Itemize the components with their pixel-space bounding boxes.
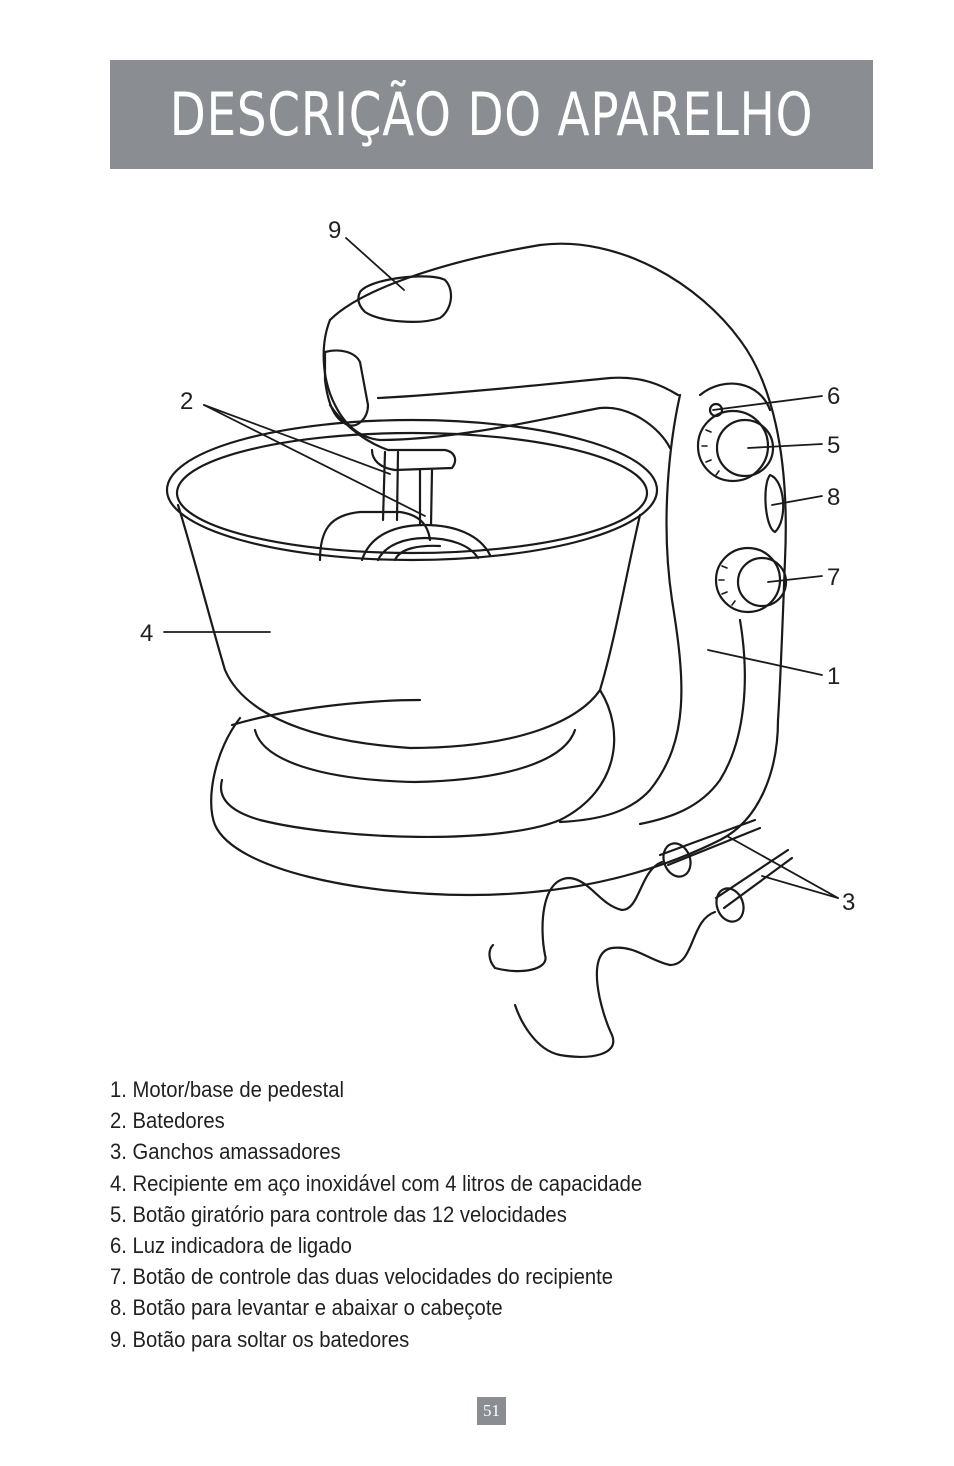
callout-6: 6 — [827, 383, 840, 410]
callout-9: 9 — [328, 217, 341, 244]
callout-7: 7 — [827, 564, 840, 591]
list-item: 6. Luz indicadora de ligado — [110, 1233, 352, 1259]
page-number: 51 — [477, 1397, 506, 1425]
callout-1: 1 — [827, 663, 840, 690]
control-panel — [696, 402, 788, 614]
bowl-speed-dial-knob — [736, 556, 788, 608]
list-item: 2. Batedores — [110, 1108, 225, 1134]
beaters — [318, 450, 492, 562]
list-item: 5. Botão giratório para controle das 12 … — [110, 1201, 567, 1227]
speed-dial-knob — [715, 418, 775, 478]
dough-hooks — [488, 818, 794, 1058]
list-item: 9. Botão para soltar os batedores — [110, 1326, 410, 1352]
leader-lines — [163, 237, 839, 899]
speed-dial-ring — [696, 409, 770, 483]
parts-list: 1. Motor/base de pedestal 2. Batedores 3… — [110, 1074, 688, 1355]
callout-5: 5 — [827, 432, 840, 459]
mixer-head — [322, 243, 680, 472]
stand-mixer-illustration: 9 2 6 5 8 7 4 1 3 — [140, 217, 855, 1058]
page-title: DESCRIÇÃO DO APARELHO — [169, 79, 814, 150]
list-item: 7. Botão de controle das duas velocidade… — [110, 1264, 613, 1290]
release-button — [357, 275, 453, 323]
callout-2: 2 — [180, 388, 193, 415]
title-banner: DESCRIÇÃO DO APARELHO — [110, 60, 873, 169]
list-item: 3. Ganchos amassadores — [110, 1139, 341, 1165]
head-lift-button — [764, 473, 785, 534]
callout-3: 3 — [842, 889, 855, 916]
list-item: 4. Recipiente em aço inoxidável com 4 li… — [110, 1170, 643, 1196]
mixing-bowl — [165, 418, 659, 784]
base-plate — [210, 688, 780, 897]
callout-4: 4 — [140, 620, 153, 647]
power-indicator-light — [708, 402, 724, 418]
list-item: 8. Botão para levantar e abaixar o cabeç… — [110, 1295, 503, 1321]
motor-pedestal — [538, 242, 787, 826]
list-item: 1. Motor/base de pedestal — [110, 1077, 345, 1102]
callout-8: 8 — [827, 484, 840, 511]
